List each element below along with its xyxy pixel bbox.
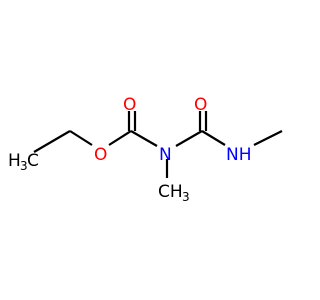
ester-oxygen-label: O bbox=[94, 145, 107, 165]
nitrogen-center-label: N bbox=[159, 145, 172, 165]
bond-ch2-oxygen bbox=[69, 130, 93, 146]
carbonyl-oxygen-left-label: O bbox=[123, 95, 136, 115]
chemical-structure-diagram: H 3 C O O N O NH CH 3 bbox=[8, 95, 283, 204]
bond-carbon-nh bbox=[201, 130, 226, 146]
bond-oxygen-carbon bbox=[108, 130, 132, 146]
bond-ch3-ch2 bbox=[33, 130, 71, 153]
methyl-bottom-ch: CH bbox=[158, 182, 183, 202]
methyl-left-subscript: 3 bbox=[20, 159, 28, 173]
bond-carbon-nitrogen bbox=[130, 130, 158, 147]
methyl-bottom-subscript: 3 bbox=[182, 190, 190, 204]
methyl-bottom-label: CH 3 bbox=[158, 182, 190, 204]
methyl-left-label: H 3 C bbox=[8, 151, 39, 173]
bond-nitrogen-carbon-right bbox=[175, 130, 203, 147]
carbonyl-oxygen-right-label: O bbox=[194, 95, 207, 115]
nitrogen-right-label: NH bbox=[226, 145, 252, 165]
methyl-left-c: C bbox=[27, 151, 39, 171]
methyl-left-h: H bbox=[8, 151, 21, 171]
bond-nh-methyl bbox=[253, 130, 283, 146]
